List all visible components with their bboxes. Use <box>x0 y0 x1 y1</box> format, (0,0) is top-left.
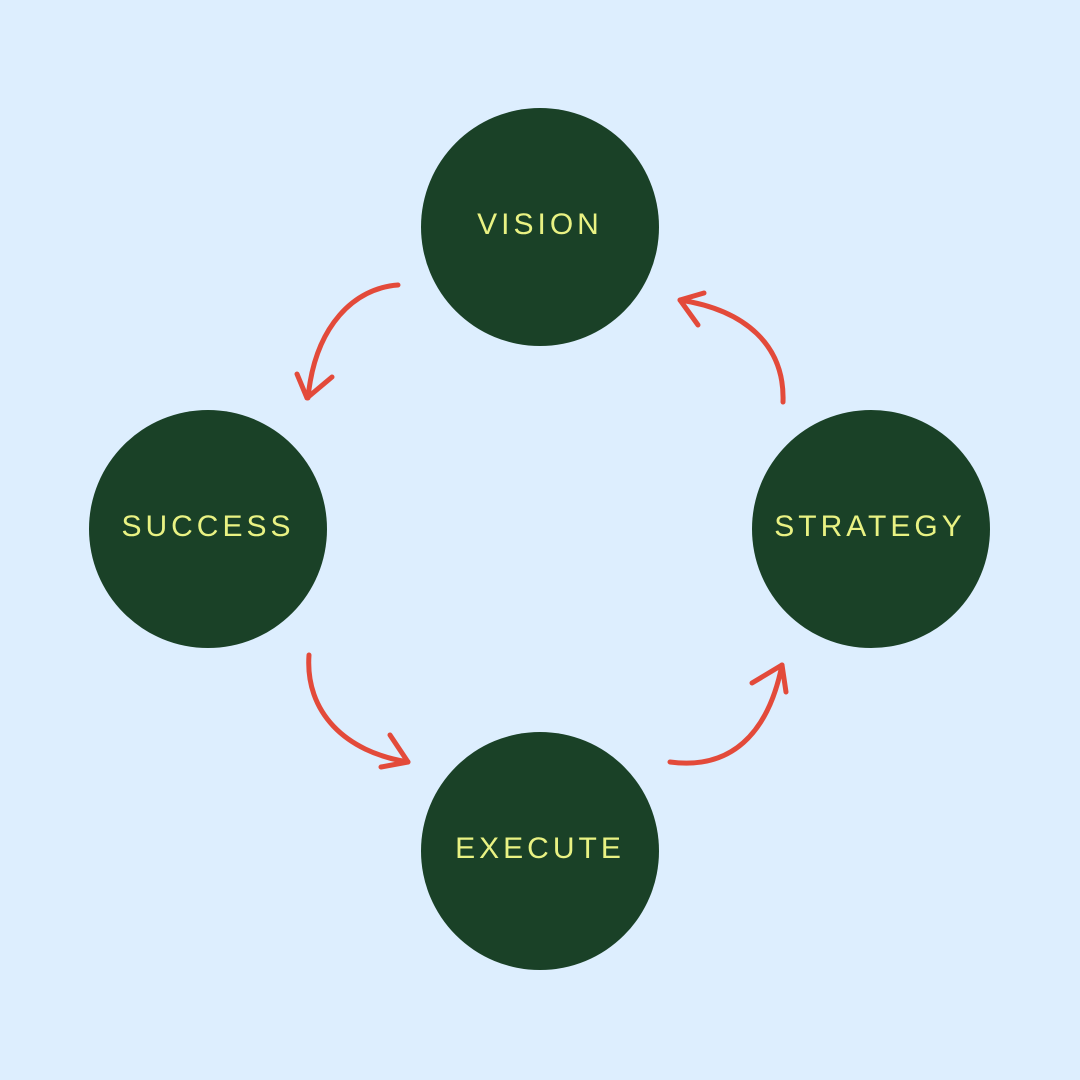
arrow-execute-to-strategy <box>667 662 789 766</box>
node-execute: EXECUTE <box>421 732 659 970</box>
arrow-strategy-to-vision <box>677 290 786 405</box>
arrow-success-to-execute-head <box>378 732 411 770</box>
node-success-label: SUCCESS <box>121 510 295 543</box>
node-vision: VISION <box>421 108 659 346</box>
arrow-vision-to-success-head <box>294 371 335 401</box>
arrow-strategy-to-vision-shaft <box>677 297 786 405</box>
node-success: SUCCESS <box>89 410 327 648</box>
arrow-execute-to-strategy-shaft <box>667 662 785 766</box>
arrow-vision-to-success <box>294 282 401 401</box>
node-strategy: STRATEGY <box>752 410 990 648</box>
node-vision-label: VISION <box>477 208 603 241</box>
arrow-vision-to-success-shaft <box>305 282 401 401</box>
arrow-success-to-execute <box>306 652 411 770</box>
arrow-strategy-to-vision-head <box>677 290 707 328</box>
node-execute-label: EXECUTE <box>455 832 625 865</box>
arrow-success-to-execute-shaft <box>306 652 411 765</box>
node-strategy-label: STRATEGY <box>774 510 966 543</box>
arrow-execute-to-strategy-head <box>749 662 789 695</box>
